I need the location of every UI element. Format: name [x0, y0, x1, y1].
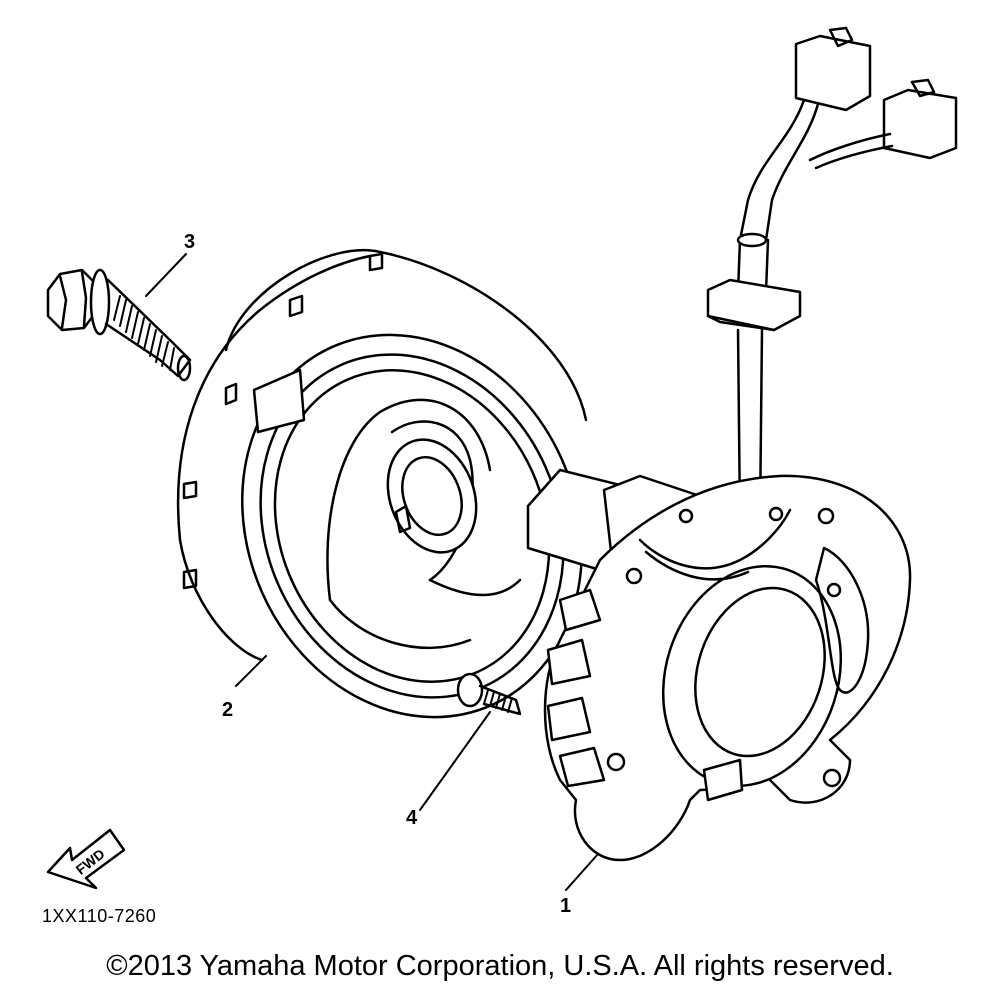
- stator-assembly-part-1: [526, 26, 958, 891]
- bolt-part-3: [46, 253, 192, 382]
- callout-2: 2: [222, 699, 234, 721]
- copyright-notice: ©2013 Yamaha Motor Corporation, U.S.A. A…: [106, 950, 894, 982]
- screw-part-4: [419, 672, 522, 811]
- callout-3: 3: [184, 231, 196, 253]
- forward-direction-arrow: FWD: [46, 828, 126, 890]
- callout-4: 4: [406, 807, 418, 829]
- flywheel-rotor-part-2: [176, 249, 588, 719]
- part-code: 1XX110-7260: [42, 906, 157, 926]
- callout-1: 1: [560, 895, 572, 917]
